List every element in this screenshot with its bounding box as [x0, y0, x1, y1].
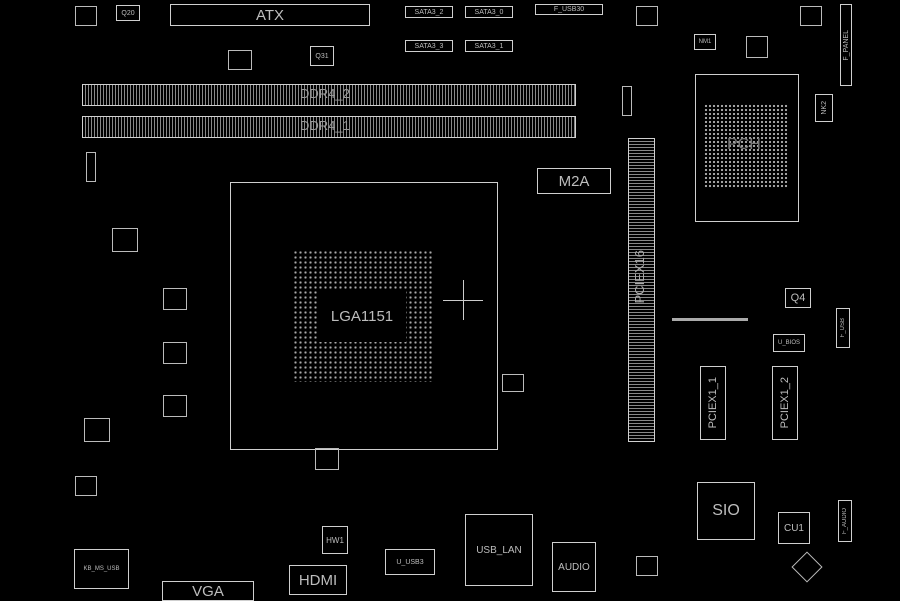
- component: [622, 86, 632, 116]
- u-bios-label: U_BIOS: [777, 340, 800, 346]
- ddr4-1-label: DDR4_1: [300, 118, 350, 133]
- hw1-label: HW1: [326, 535, 344, 545]
- m2a-connector[interactable]: M2A: [537, 168, 611, 194]
- ddr4-1-slot[interactable]: [82, 116, 576, 138]
- audio-connector[interactable]: AUDIO: [552, 542, 596, 592]
- component: [75, 476, 97, 496]
- audio-label: AUDIO: [558, 561, 590, 573]
- ddr4-2-label: DDR4_2: [300, 86, 350, 101]
- component: [746, 36, 768, 58]
- sata3-0[interactable]: SATA3_0: [465, 6, 513, 18]
- f-audio[interactable]: F_AUDIO: [838, 500, 852, 542]
- component: [163, 342, 187, 364]
- cpu-label: LGA1151: [330, 307, 394, 325]
- f-audio-label: F_AUDIO: [842, 507, 848, 534]
- f-usb30-label: F_USB30: [553, 6, 585, 13]
- component: [636, 6, 658, 26]
- pch-chip[interactable]: [695, 74, 799, 222]
- ddr4-2-slot[interactable]: [82, 84, 576, 106]
- f-usb[interactable]: F_USB: [836, 308, 850, 348]
- u-usb3-label: U_USB3: [396, 558, 424, 566]
- pch-pads: [704, 104, 788, 188]
- sata3-3[interactable]: SATA3_3: [405, 40, 453, 52]
- f-panel-label: F_PANEL: [842, 29, 850, 61]
- f-panel[interactable]: F_PANEL: [840, 4, 852, 86]
- sata3-1-label: SATA3_1: [474, 42, 504, 50]
- pciex16-slot[interactable]: [628, 138, 655, 442]
- component: [315, 448, 339, 470]
- chip-diamond: [791, 551, 823, 583]
- cpu-center: LGA1151: [318, 290, 406, 342]
- sio-label: SIO: [712, 502, 740, 519]
- f-usb-label: F_USB: [840, 318, 846, 338]
- pch-label: PCH: [727, 136, 761, 153]
- q4-label: Q4: [790, 292, 806, 304]
- nm1-label: NM1: [698, 39, 712, 45]
- pciex16-label: PCIEX16: [632, 250, 647, 304]
- nk2[interactable]: NK2: [815, 94, 833, 122]
- sio-chip[interactable]: SIO: [697, 482, 755, 540]
- u-bios[interactable]: U_BIOS: [773, 334, 805, 352]
- pciex1-1-slot[interactable]: PCIEX1_1: [700, 366, 726, 440]
- vga-connector[interactable]: VGA: [162, 581, 254, 601]
- component: [86, 152, 96, 182]
- pciex1-2-label: PCIEX1_2: [779, 377, 791, 429]
- component: [112, 228, 138, 252]
- component: [75, 6, 97, 26]
- hw1-chip[interactable]: HW1: [322, 526, 348, 554]
- atx-connector[interactable]: ATX: [170, 4, 370, 26]
- nk2-label: NK2: [820, 101, 828, 115]
- cu1-chip[interactable]: CU1: [778, 512, 810, 544]
- u-usb3[interactable]: U_USB3: [385, 549, 435, 575]
- component: [800, 6, 822, 26]
- q4[interactable]: Q4: [785, 288, 811, 308]
- usb-lan-connector[interactable]: USB_LAN: [465, 514, 533, 586]
- component: [163, 288, 187, 310]
- component: [636, 556, 658, 576]
- hdmi-label: HDMI: [298, 571, 338, 589]
- kb-ms-usb-label: KB_MS_USB: [83, 566, 120, 572]
- component: [228, 50, 252, 70]
- pciex1-2-slot[interactable]: PCIEX1_2: [772, 366, 798, 440]
- trace-line: [672, 318, 748, 321]
- sata3-2-label: SATA3_2: [414, 8, 444, 16]
- q31-label: Q31: [315, 52, 329, 60]
- component: [163, 395, 187, 417]
- kb-ms-usb-connector[interactable]: KB_MS_USB: [74, 549, 129, 589]
- f-usb30[interactable]: F_USB30: [535, 4, 603, 15]
- sata3-0-label: SATA3_0: [474, 8, 504, 16]
- cpu-socket[interactable]: [230, 182, 498, 450]
- pciex1-1-label: PCIEX1_1: [707, 377, 719, 429]
- m2a-label: M2A: [558, 172, 590, 190]
- hdmi-connector[interactable]: HDMI: [289, 565, 347, 595]
- sata3-3-label: SATA3_3: [414, 42, 444, 50]
- sata3-1[interactable]: SATA3_1: [465, 40, 513, 52]
- vga-label: VGA: [192, 582, 224, 600]
- component: [84, 418, 110, 442]
- crosshair-icon-v: [463, 280, 464, 320]
- component: [502, 374, 524, 392]
- q31[interactable]: Q31: [310, 46, 334, 66]
- atx-label: ATX: [255, 6, 285, 24]
- cu1-label: CU1: [783, 522, 804, 534]
- usb-lan-label: USB_LAN: [476, 544, 522, 556]
- q20-label: Q20: [121, 9, 135, 17]
- q20[interactable]: Q20: [116, 5, 140, 21]
- nm1[interactable]: NM1: [694, 34, 716, 50]
- sata3-2[interactable]: SATA3_2: [405, 6, 453, 18]
